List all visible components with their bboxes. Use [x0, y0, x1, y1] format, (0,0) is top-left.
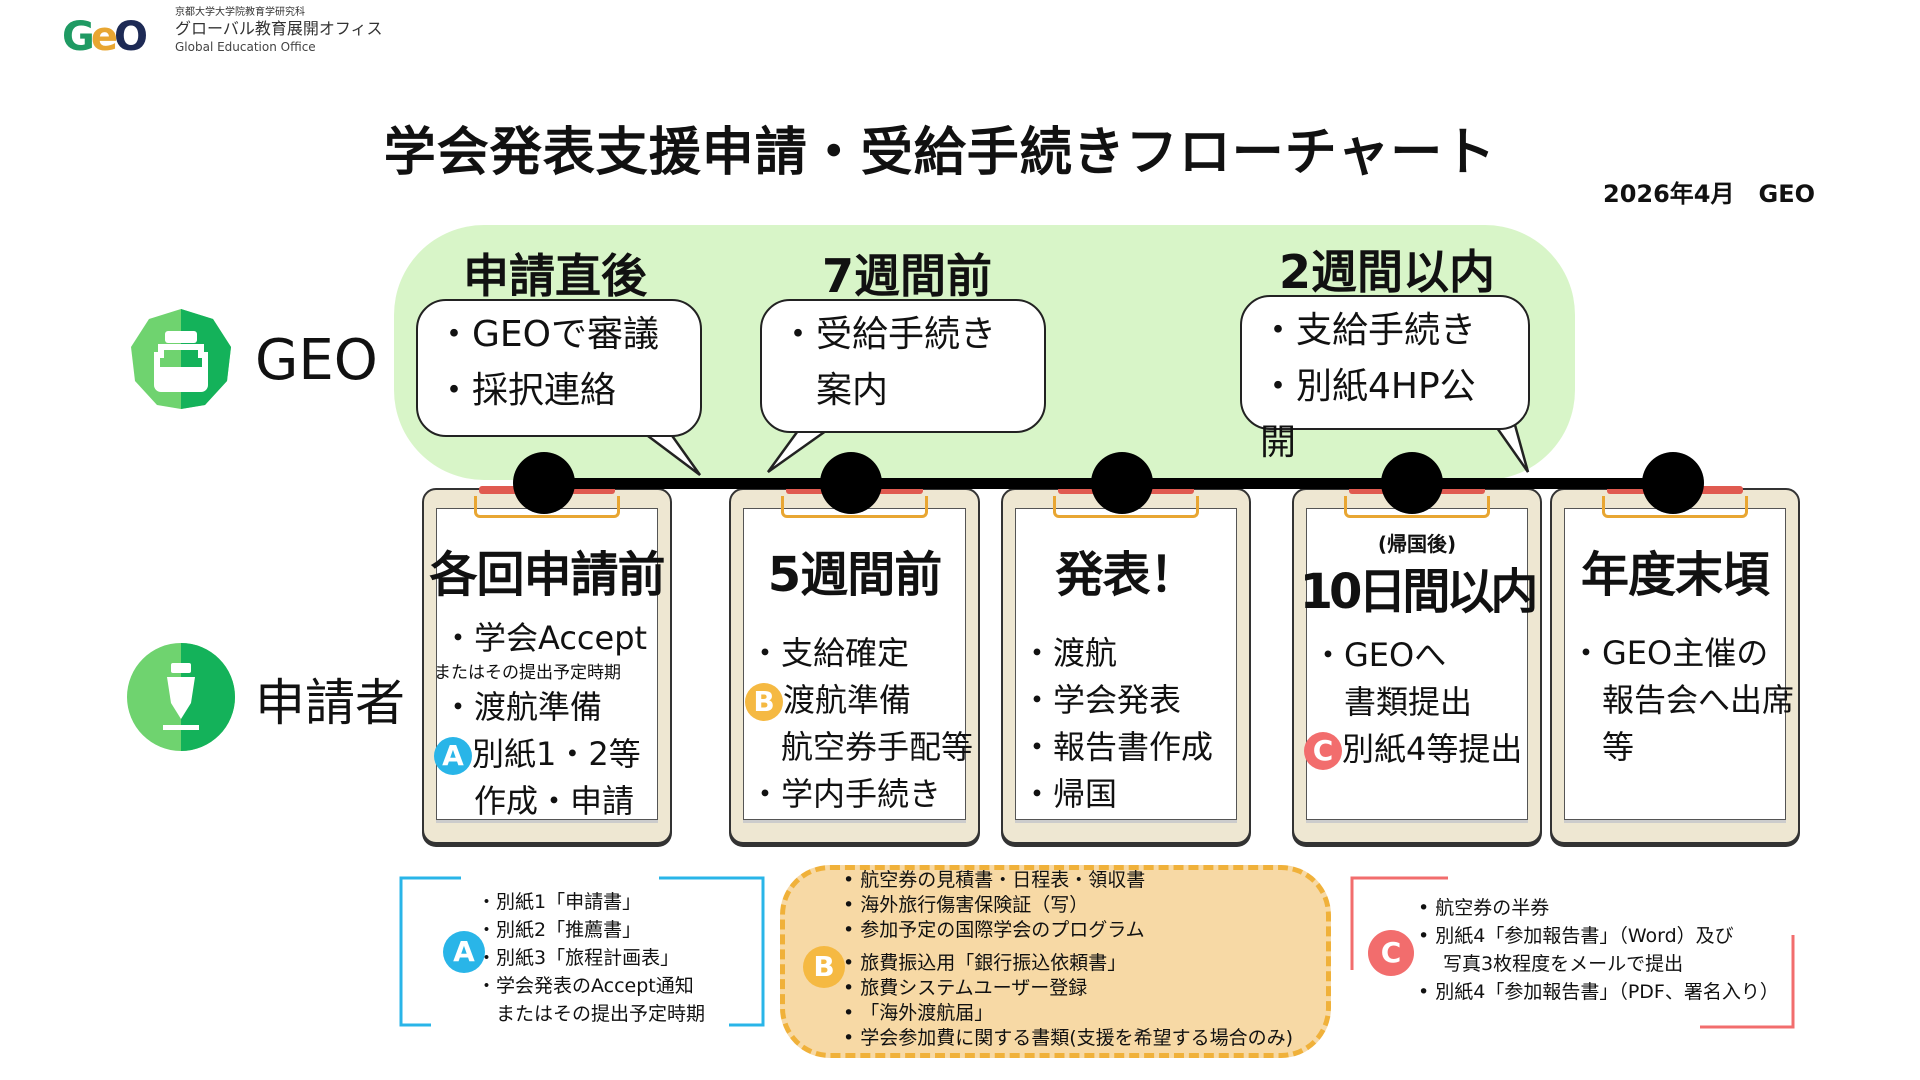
- doc-item: ・別紙1「申請書」: [477, 891, 642, 913]
- badge-b: B: [745, 683, 783, 721]
- step-line: ・支給確定: [749, 634, 910, 672]
- doc-item: ・別紙2「推薦書」: [477, 919, 642, 941]
- office-name-jp: グローバル教育展開オフィス: [175, 19, 383, 38]
- doc-item: ・学会発表のAccept通知: [477, 975, 694, 997]
- step-line: ・GEO主催の: [1570, 634, 1769, 672]
- step-line: 作成・申請: [442, 782, 635, 820]
- step-line: 別紙4等提出: [1342, 730, 1523, 768]
- timeline-dot: [820, 452, 882, 514]
- step-line: またはその提出予定時期: [434, 663, 621, 683]
- row-label-applicant: 申請者: [255, 674, 405, 732]
- bubble-line: ・支給手続き: [1260, 310, 1477, 351]
- step-line: ・報告書作成: [1021, 728, 1214, 766]
- step-heading: 発表！: [1055, 547, 1197, 603]
- timeline-dot: [1381, 452, 1443, 514]
- badge-c: C: [1368, 930, 1414, 976]
- doc-item: またはその提出予定時期: [477, 1003, 706, 1025]
- step-line: 別紙1・2等: [472, 735, 641, 773]
- step-card: 年度末頃 ・GEO主催の 報告会へ出席 等: [1550, 486, 1800, 844]
- step-lines: ・GEO主催の 報告会へ出席 等: [1570, 630, 1795, 771]
- step-line: ・渡航: [1021, 634, 1118, 672]
- doc-item: • 「海外渡航届」: [843, 1002, 994, 1024]
- step-heading: 10日間以内: [1299, 564, 1539, 620]
- docs-b-box: B • 航空券の見積書・日程表・領収書 • 海外旅行傷害保険証（写） • 参加予…: [780, 865, 1331, 1058]
- docs-a-box: A ・別紙1「申請書」 ・別紙2「推薦書」 ・別紙3「旅程計画表」 ・学会発表の…: [399, 876, 765, 1027]
- step-line: ・学会発表: [1021, 681, 1182, 719]
- step-line: 渡航準備: [783, 681, 912, 719]
- step-heading: 5週間前: [767, 547, 942, 603]
- step-line: ・渡航準備: [442, 688, 603, 726]
- step-card: 発表！ ・渡航 ・学会発表 ・報告書作成 ・帰国: [1001, 486, 1251, 844]
- timeline-dot: [1642, 452, 1704, 514]
- step-line: ・GEOへ: [1312, 636, 1447, 674]
- bubble-line: ・別紙4HP公開: [1260, 366, 1476, 463]
- step-lines: ・渡航 ・学会発表 ・報告書作成 ・帰国: [1021, 630, 1243, 818]
- bubble-line: ・受給手続き: [780, 314, 997, 355]
- university-name: 京都大学大学院教育学研究科: [175, 7, 305, 18]
- row-label-geo: GEO: [255, 328, 378, 393]
- badge-a: A: [434, 737, 472, 775]
- geo-phase-heading: 7週間前: [821, 249, 992, 303]
- bubble-line: 案内: [780, 370, 889, 411]
- geo-icon: [129, 307, 233, 411]
- step-line: ・学会Accept: [442, 619, 648, 657]
- geo-phase-heading: 2週間以内: [1278, 245, 1495, 299]
- geo-phase-heading: 申請直後: [463, 249, 647, 303]
- step-line: 書類提出: [1312, 683, 1473, 721]
- doc-item: ・別紙3「旅程計画表」: [477, 947, 680, 969]
- step-heading: 年度末頃: [1580, 547, 1770, 603]
- doc-item: 写真3枚程度をメールで提出: [1418, 953, 1684, 975]
- doc-item: • 海外旅行傷害保険証（写）: [843, 894, 1089, 916]
- docs-c-box: C • 航空券の半券 • 別紙4「参加報告書」（Word）及び 写真3枚程度をメ…: [1350, 870, 1796, 1030]
- timeline-dot: [513, 452, 575, 514]
- applicant-icon: [127, 643, 235, 751]
- doc-item: • 航空券の半券: [1418, 897, 1550, 919]
- timeline-dot: [1091, 452, 1153, 514]
- doc-item: • 旅費システムユーザー登録: [843, 977, 1088, 999]
- doc-item: • 別紙4「参加報告書」（PDF、署名入り）: [1418, 981, 1779, 1003]
- docs-c-list: • 航空券の半券 • 別紙4「参加報告書」（Word）及び 写真3枚程度をメール…: [1418, 894, 1779, 1006]
- geo-bubble: ・支給手続き ・別紙4HP公開: [1240, 295, 1530, 463]
- step-heading: 各回申請前: [429, 547, 665, 603]
- step-line: ・学内手続き: [749, 775, 942, 813]
- doc-item: • 参加予定の国際学会のプログラム: [843, 919, 1145, 941]
- step-subheading: (帰国後): [1377, 532, 1457, 556]
- badge-c: C: [1304, 732, 1342, 770]
- office-name-en: Global Education Office: [175, 39, 316, 54]
- doc-item: • 旅費振込用「銀行振込依頼書」: [843, 952, 1127, 974]
- doc-item: • 学会参加費に関する書類(支援を希望する場合のみ): [843, 1027, 1294, 1049]
- docs-a-list: ・別紙1「申請書」 ・別紙2「推薦書」 ・別紙3「旅程計画表」 ・学会発表のAc…: [477, 888, 705, 1028]
- date-label: 2026年4月 GEO: [1603, 180, 1815, 208]
- badge-b: B: [803, 946, 845, 988]
- doc-item: • 別紙4「参加報告書」（Word）及び: [1418, 925, 1734, 947]
- geo-bubble: ・受給手続き 案内: [760, 299, 1046, 433]
- org-name: 京都大学大学院教育学研究科 グローバル教育展開オフィス Global Educa…: [175, 6, 383, 55]
- geo-bubble: ・GEOで審議 ・採択連絡: [416, 299, 702, 437]
- step-line: ・帰国: [1021, 775, 1118, 813]
- bubble-line: ・採択連絡: [436, 370, 617, 411]
- bubble-line: ・GEOで審議: [436, 314, 659, 355]
- step-line: 等: [1570, 728, 1635, 766]
- step-line: 航空券手配等: [749, 728, 974, 766]
- badge-a: A: [443, 931, 485, 973]
- doc-item: • 航空券の見積書・日程表・領収書: [843, 869, 1146, 891]
- docs-b-list: • 航空券の見積書・日程表・領収書 • 海外旅行傷害保険証（写） • 参加予定の…: [843, 868, 1293, 1051]
- page-title: 学会発表支援申請・受給手続きフローチャート: [383, 123, 1497, 183]
- step-line: 報告会へ出席: [1570, 681, 1795, 719]
